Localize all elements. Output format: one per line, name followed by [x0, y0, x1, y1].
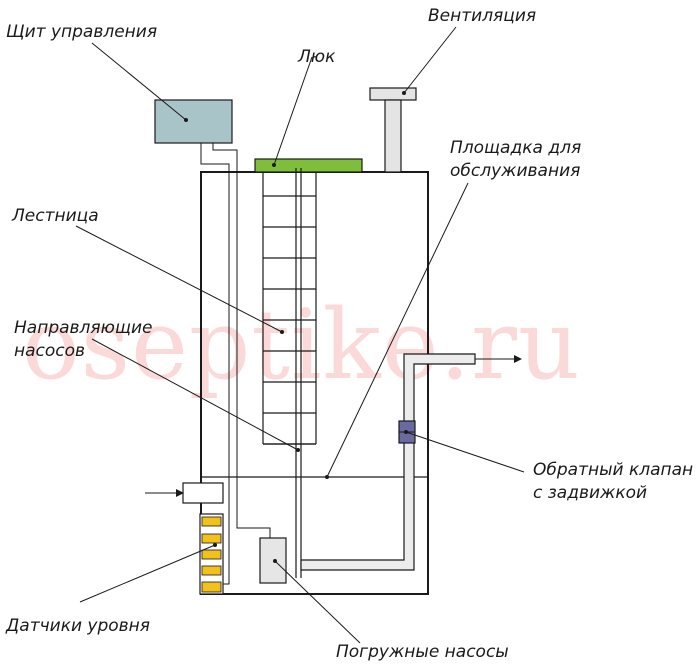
level-sensor: [201, 533, 222, 544]
level-sensor: [201, 516, 222, 527]
pump-guides: [295, 168, 302, 578]
level-sensor: [201, 565, 222, 576]
label-pump-guides-line2: насосов: [14, 341, 85, 361]
inlet-pipe: [145, 482, 224, 504]
label-pump-guides-line1: Направляющие: [14, 318, 152, 338]
label-control-panel: Щит управления: [6, 22, 157, 42]
ventilation-riser: [384, 99, 402, 173]
ladder: [262, 172, 317, 445]
inlet-box: [182, 482, 224, 504]
inlet-arrow: [176, 489, 184, 497]
discharge-pipe: [300, 353, 522, 571]
level-sensor: [201, 581, 222, 593]
pump-cable: [212, 143, 271, 538]
label-ladder: Лестница: [11, 206, 99, 226]
label-service-platform-line1: Площадка для: [450, 138, 581, 158]
hatch: [254, 158, 363, 173]
submersible-pump: [259, 537, 287, 584]
callout-leaders: [75, 26, 525, 644]
control-panel: [154, 99, 233, 144]
ventilation-cap: [369, 87, 417, 101]
label-level-sensors: Датчики уровня: [5, 616, 150, 636]
level-sensor: [201, 549, 222, 560]
label-check-valve-line2: с задвижкой: [533, 483, 647, 503]
label-ventilation: Вентиляция: [428, 6, 536, 26]
label-submersible-pumps: Погружные насосы: [336, 642, 509, 662]
discharge-arrow: [514, 355, 522, 363]
ventilation-pipe: [369, 87, 417, 173]
level-sensors: [199, 513, 224, 595]
label-service-platform-line2: обслуживания: [450, 161, 580, 181]
label-check-valve-line1: Обратный клапан: [533, 460, 693, 480]
label-hatch: Люк: [297, 47, 336, 67]
